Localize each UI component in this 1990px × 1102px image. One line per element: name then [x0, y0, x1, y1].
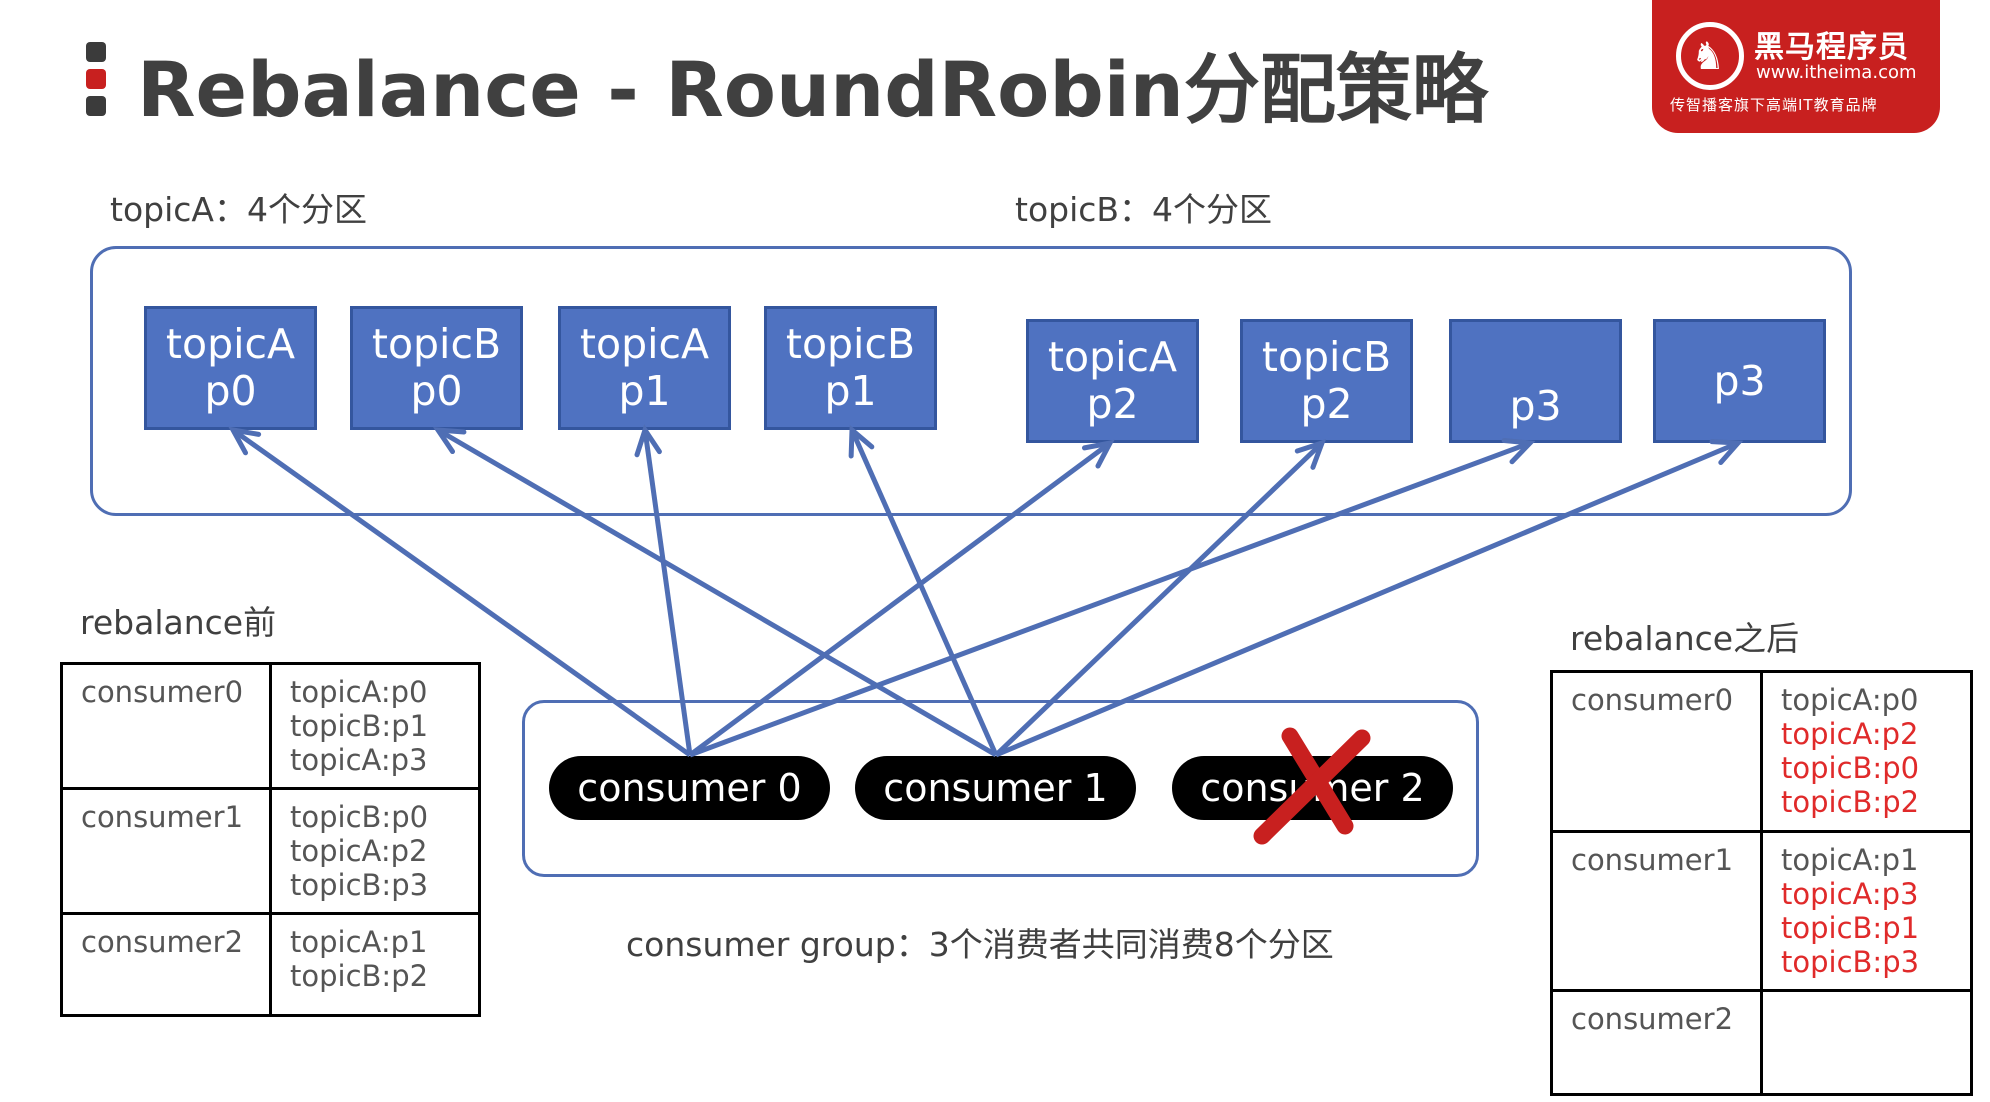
- partitions-cell: topicB:p0 topicA:p2 topicB:p3: [269, 787, 481, 915]
- after-table: consumer0 topicA:p0 topicA:p2 topicB:p0 …: [1550, 670, 1973, 1096]
- consumer-0-pill: consumer 0: [549, 756, 830, 820]
- arrow-layer: [228, 424, 1744, 758]
- moved-partition-entry: topicB:p2: [1781, 785, 1920, 819]
- consumer-cell: consumer0: [1550, 670, 1763, 833]
- consumer-cell: consumer2: [1550, 989, 1763, 1096]
- title-bullet-top: [86, 42, 106, 62]
- partition-entry: topicA:p2: [290, 834, 428, 868]
- consumer-1-pill: consumer 1: [855, 756, 1136, 820]
- table-row: consumer0 topicA:p0 topicB:p1 topicA:p3: [60, 662, 481, 790]
- brand-logo: ♞ 黑马程序员 www.itheima.com 传智播客旗下高端IT教育品牌: [1652, 0, 1940, 133]
- assignment-arrow-4: [436, 427, 998, 758]
- consumer-group-label: consumer group：3个消费者共同消费8个分区: [626, 925, 1334, 964]
- partition-line2: p2: [1300, 380, 1353, 428]
- table-row: consumer1 topicB:p0 topicA:p2 topicB:p3: [60, 787, 481, 915]
- after-label: rebalance之后: [1570, 619, 1800, 658]
- consumer-cell: consumer1: [1550, 830, 1763, 992]
- partition-line1: topicA: [579, 320, 710, 368]
- partition-line2: p3: [1509, 382, 1562, 430]
- logo-name: 黑马程序员: [1754, 30, 1909, 65]
- partition-line1: topicA: [1047, 333, 1178, 381]
- assignment-arrow-6: [994, 441, 1324, 757]
- arrow-head-icon: [433, 427, 467, 455]
- consumer-cell: consumer2: [60, 912, 272, 1017]
- assignment-arrow-1: [642, 429, 693, 756]
- partition-p3-a: p3: [1449, 319, 1622, 443]
- partition-topicb-p0: topicB p0: [350, 306, 523, 430]
- partition-line1: p3: [1713, 356, 1766, 405]
- before-label: rebalance前: [80, 603, 277, 642]
- arrow-head-icon: [634, 424, 662, 458]
- partition-line2: p2: [1086, 380, 1139, 428]
- table-row: consumer1 topicA:p1 topicA:p3 topicB:p1 …: [1550, 830, 1973, 992]
- partition-entry: topicA:p1: [290, 925, 428, 959]
- partitions-cell: topicA:p0 topicA:p2 topicB:p0 topicB:p2: [1760, 670, 1973, 833]
- assignment-arrow-2: [688, 440, 1112, 758]
- logo-url: www.itheima.com: [1756, 62, 1917, 83]
- removed-cross-icon: [1253, 727, 1371, 845]
- consumer-group-panel: [522, 700, 1479, 877]
- partition-line2: p1: [824, 367, 877, 415]
- partitions-cell: [1760, 989, 1973, 1096]
- moved-partition-entry: topicB:p3: [1781, 945, 1920, 979]
- table-row: consumer2: [1550, 989, 1973, 1096]
- partition-topica-p2: topicA p2: [1026, 319, 1199, 443]
- horse-logo-icon: ♞: [1676, 22, 1744, 90]
- partitions-cell: topicA:p1 topicB:p2: [269, 912, 481, 1017]
- partitions-panel: [90, 246, 1852, 516]
- topic-b-label: topicB：4个分区: [1015, 190, 1273, 229]
- page-title: Rebalance - RoundRobin分配策略: [137, 45, 1488, 134]
- partition-line1: topicA: [165, 320, 296, 368]
- moved-partition-entry: topicA:p3: [1781, 877, 1919, 911]
- partition-entry: topicA:p1: [1781, 843, 1919, 877]
- consumer-cell: consumer1: [60, 787, 272, 915]
- partition-entry: topicB:p3: [290, 868, 429, 902]
- consumer-cell: consumer0: [60, 662, 272, 790]
- partition-entry: topicA:p0: [290, 675, 428, 709]
- arrow-head-icon: [1081, 439, 1115, 469]
- assignment-arrow-0: [231, 427, 692, 758]
- arrow-head-icon: [228, 426, 262, 456]
- moved-partition-entry: topicB:p1: [1781, 911, 1920, 945]
- table-row: consumer0 topicA:p0 topicA:p2 topicB:p0 …: [1550, 670, 1973, 833]
- assignment-arrow-7: [995, 440, 1739, 758]
- before-table: consumer0 topicA:p0 topicB:p1 topicA:p3 …: [60, 662, 481, 1017]
- partition-line2: p1: [618, 367, 671, 415]
- partitions-cell: topicA:p0 topicB:p1 topicA:p3: [269, 662, 481, 790]
- arrow-head-icon: [1294, 439, 1327, 470]
- partition-topica-p1: topicA p1: [558, 306, 731, 430]
- topic-a-label: topicA：4个分区: [110, 190, 367, 229]
- partition-entry: topicA:p3: [290, 743, 428, 777]
- partition-topicb-p1: topicB p1: [764, 306, 937, 430]
- moved-partition-entry: topicB:p0: [1781, 751, 1920, 785]
- arrow-head-icon: [1501, 438, 1536, 465]
- partition-topicb-p2: topicB p2: [1240, 319, 1413, 443]
- moved-partition-entry: topicA:p2: [1781, 717, 1919, 751]
- partition-entry: topicA:p0: [1781, 683, 1919, 717]
- logo-slogan: 传智播客旗下高端IT教育品牌: [1670, 96, 1878, 114]
- arrow-head-icon: [848, 424, 875, 459]
- title-bullet-middle: [86, 69, 106, 89]
- partition-line1: topicB: [1261, 333, 1392, 381]
- partition-line2: p0: [410, 367, 463, 415]
- partition-entry: topicB:p1: [290, 709, 429, 743]
- partition-entry: topicB:p2: [290, 959, 429, 993]
- partition-line2: p0: [204, 367, 257, 415]
- table-row: consumer2 topicA:p1 topicB:p2: [60, 912, 481, 1017]
- partition-entry: topicB:p0: [290, 800, 429, 834]
- partition-line1: topicB: [371, 320, 502, 368]
- partition-p3-b: p3: [1653, 319, 1826, 443]
- partition-line1: topicB: [785, 320, 916, 368]
- arrow-head-icon: [1709, 439, 1744, 465]
- assignment-arrow-5: [849, 428, 999, 757]
- title-bullet-bottom: [86, 96, 106, 116]
- assignment-arrow-3: [689, 440, 1531, 758]
- partitions-cell: topicA:p1 topicA:p3 topicB:p1 topicB:p3: [1760, 830, 1973, 992]
- partition-topica-p0: topicA p0: [144, 306, 317, 430]
